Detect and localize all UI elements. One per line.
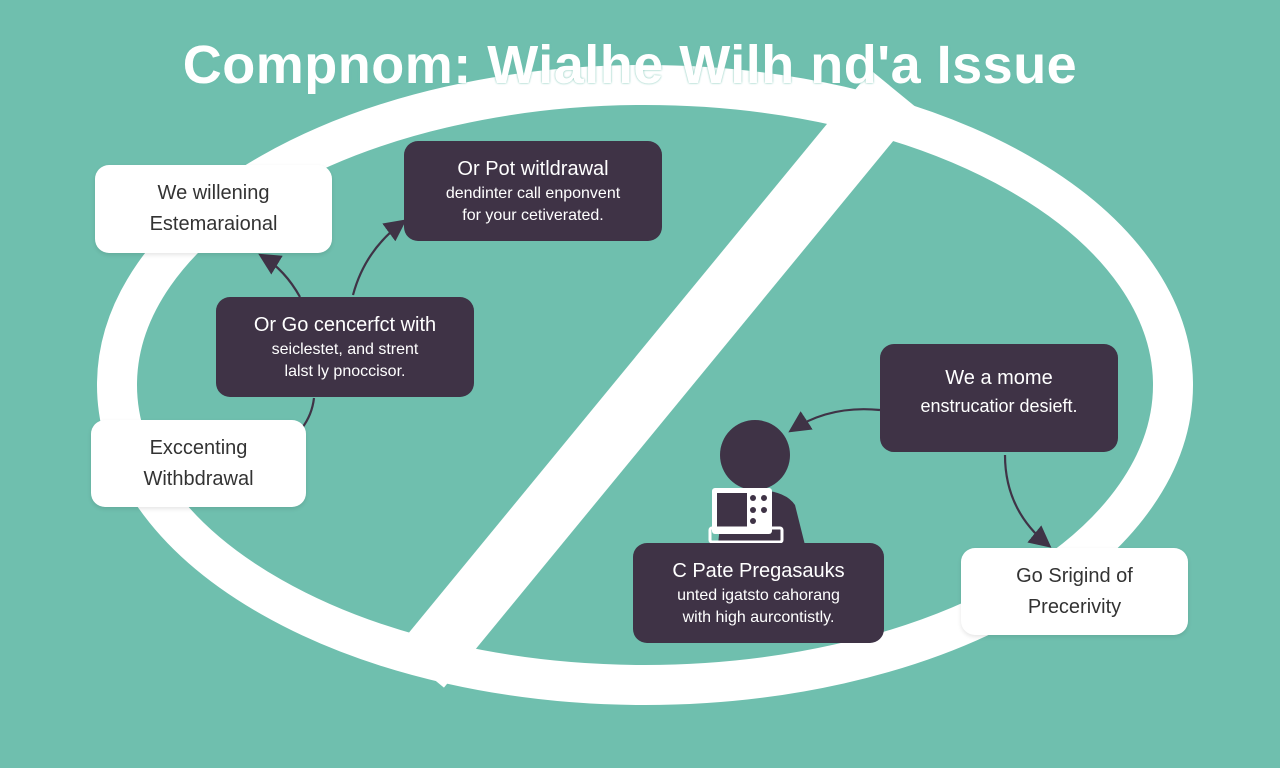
box-middle-left: Or Go cencerfct with seiclestet, and str… <box>216 297 474 397</box>
box-line: lalst ly pnoccisor. <box>284 363 406 380</box>
arrow-right-to-person <box>788 408 881 433</box>
box-line: seiclestet, and strent <box>271 341 419 358</box>
box-bottom-left: Exccenting Withbdrawal <box>91 420 306 507</box>
box-heading: C Pate Pregasauks <box>672 560 845 582</box>
box-line: Go Srigind of <box>1016 564 1133 587</box>
box-top-left: We willening Estemaraional <box>95 165 332 253</box>
arrow-mid-to-topleft <box>258 253 301 298</box>
box-heading: Or Go cencerfct with <box>253 314 437 336</box>
box-bottom-right: Go Srigind of Precerivity <box>961 548 1188 635</box>
box-heading: Or Pot witldrawal <box>457 158 609 180</box>
box-right-middle: We a mome enstrucatior desieft. <box>880 344 1118 452</box>
box-line: enstrucatior desieft. <box>920 396 1078 416</box>
box-heading: We a mome <box>945 367 1053 389</box>
box-bottom-center: C Pate Pregasauks unted igatsto cahorang… <box>633 543 884 643</box>
box-line: with high aurcontistly. <box>682 609 835 626</box>
box-line: We willening <box>157 182 270 204</box>
box-line: Exccenting <box>149 436 248 459</box>
box-line: dendinter call enponvent <box>445 185 621 202</box>
person-laptop-icon <box>708 420 805 545</box>
box-line: Precerivity <box>1027 595 1122 618</box>
box-line: Withbdrawal <box>143 467 254 490</box>
arrow-mid-to-bottomleft <box>301 397 316 429</box>
prohibition-ring <box>97 65 1193 705</box>
arrow-mid-to-topcenter <box>351 219 407 296</box>
diagram-title: Compnom: Wialhe Wilh nd'a Issue <box>182 35 1078 95</box>
box-line: Estemaraional <box>149 213 278 235</box>
prohibition-slash <box>396 70 919 688</box>
box-line: unted igatsto cahorang <box>677 587 840 604</box>
arrow-right-to-bottomright <box>1003 454 1052 548</box>
box-top-center: Or Pot witldrawal dendinter call enponve… <box>404 141 662 241</box>
box-line: for your cetiverated. <box>462 207 604 224</box>
